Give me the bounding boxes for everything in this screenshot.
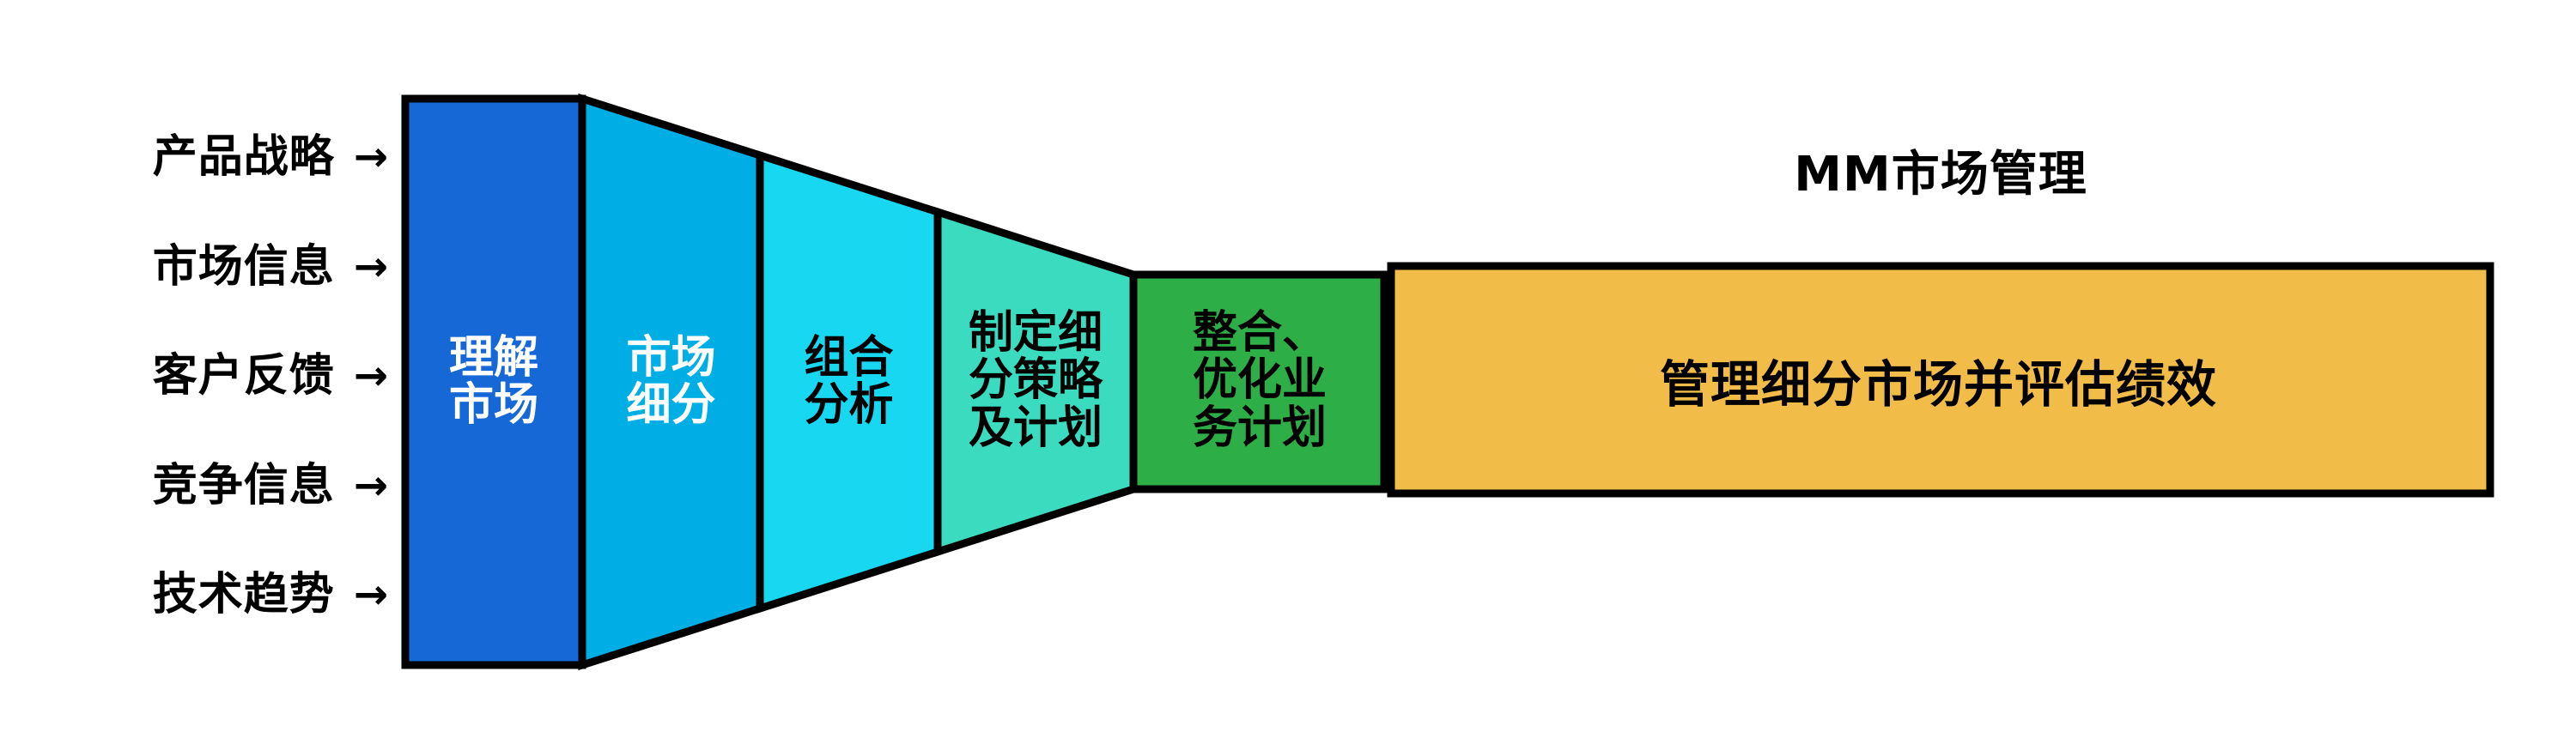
input-row-customer-feedback: 客户反馈 → [153, 346, 404, 406]
funnel-stage-5-shape[interactable] [1129, 270, 1388, 493]
arrow-right-icon: → [353, 571, 388, 619]
input-label-market-info: 市场信息 [152, 240, 335, 293]
funnel-stage-3-shape[interactable] [756, 149, 942, 614]
arrow-right-icon: → [353, 352, 388, 400]
input-label-competitive-info: 竞争信息 [152, 459, 335, 511]
funnel-stage-1-shape[interactable] [401, 94, 586, 669]
outcome-bar-label: 管理细分市场并评估绩效 [1659, 354, 2217, 414]
input-row-technology-trend: 技术趋势 → [153, 565, 404, 625]
input-label-customer-feedback: 客户反馈 [152, 350, 335, 402]
arrow-right-icon: → [353, 461, 388, 510]
funnel-stage-2-shape[interactable] [578, 93, 764, 671]
funnel-stage-4-shape[interactable] [933, 206, 1138, 558]
arrow-right-icon: → [353, 242, 388, 291]
input-row-market-info: 市场信息 → [153, 237, 404, 297]
inputs-column: 产品战略 → 市场信息 → 客户反馈 → 竞争信息 → 技术趋势 → [0, 127, 404, 625]
input-label-product-strategy: 产品战略 [152, 131, 335, 183]
input-label-technology-trend: 技术趋势 [152, 569, 335, 620]
input-row-product-strategy: 产品战略 → [153, 127, 404, 187]
outcome-bar-shape[interactable] [1387, 262, 2494, 498]
input-row-competitive-info: 竞争信息 → [153, 456, 404, 516]
page-title: MM市场管理 [1794, 147, 2087, 203]
arrow-right-icon: → [353, 133, 388, 181]
